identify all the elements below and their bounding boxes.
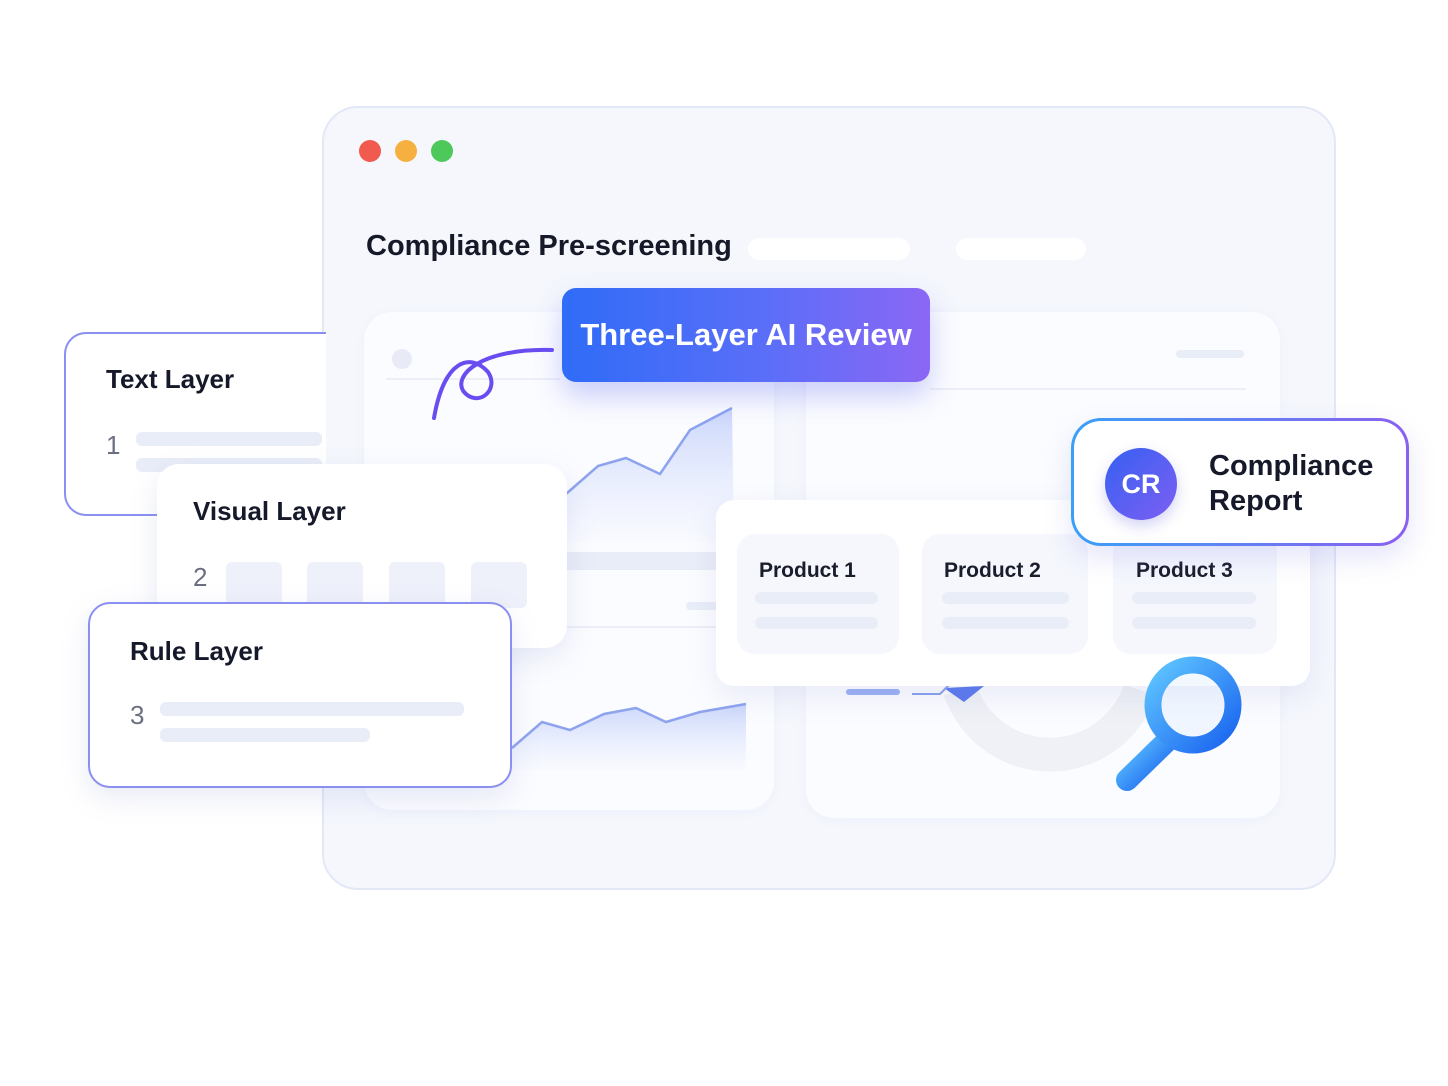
three-layer-ai-review-banner: Three-Layer AI Review <box>562 288 930 382</box>
text-layer-number: 1 <box>106 430 121 460</box>
placeholder-bar <box>136 432 322 446</box>
window-maximize-button[interactable] <box>431 140 453 162</box>
header-placeholder-pill <box>956 238 1086 260</box>
panel-divider <box>500 626 750 628</box>
visual-thumbnail <box>307 562 363 608</box>
placeholder-bar <box>942 592 1069 604</box>
placeholder-bar <box>160 728 370 742</box>
banner-label: Three-Layer AI Review <box>580 317 912 352</box>
visual-thumbnail <box>389 562 445 608</box>
text-layer-title: Text Layer <box>106 364 235 394</box>
window-title: Compliance Pre-screening <box>366 230 732 262</box>
rule-layer-title: Rule Layer <box>130 636 263 666</box>
placeholder-bar <box>1176 350 1244 358</box>
report-avatar: CR <box>1105 448 1177 520</box>
panel-divider <box>386 378 560 380</box>
placeholder-bar <box>755 592 878 604</box>
placeholder-bar <box>1132 592 1256 604</box>
avatar-initials: CR <box>1121 468 1161 499</box>
magnifier-icon <box>1116 656 1242 791</box>
panel-divider <box>930 388 1246 390</box>
placeholder-bar <box>560 552 760 570</box>
product-3-label: Product 3 <box>1136 559 1233 582</box>
visual-layer-number: 2 <box>193 562 208 592</box>
panel-dot <box>392 349 412 369</box>
window-minimize-button[interactable] <box>395 140 417 162</box>
product-2-label: Product 2 <box>944 559 1041 582</box>
placeholder-bar <box>1132 617 1256 629</box>
rule-layer-card[interactable] <box>88 602 512 788</box>
header-placeholder-pill <box>748 238 910 260</box>
placeholder-bar <box>755 617 878 629</box>
visual-thumbnail <box>471 562 527 608</box>
visual-layer-title: Visual Layer <box>193 496 346 526</box>
placeholder-bar <box>942 617 1069 629</box>
compliance-report-title: Compliance Report <box>1209 450 1374 517</box>
placeholder-bar <box>160 702 464 716</box>
visual-thumbnail <box>226 562 282 608</box>
rule-layer-number: 3 <box>130 700 145 730</box>
window-close-button[interactable] <box>359 140 381 162</box>
product-1-label: Product 1 <box>759 559 856 582</box>
